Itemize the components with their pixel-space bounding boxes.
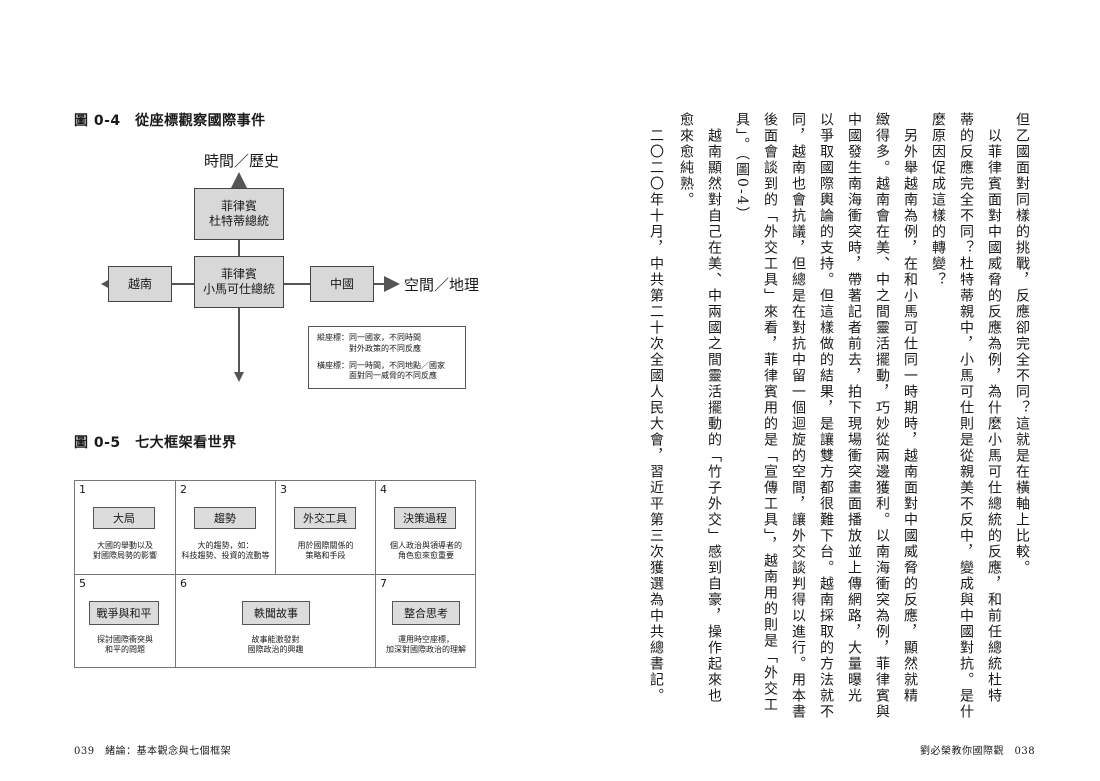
text-column-14: 二〇二〇年十月，中共第二十次全國人民大會，習近平第三次獲選為中共總書記。 (648, 112, 664, 704)
seven-frameworks-grid: 1 大局 大國的舉動以及對國際局勢的影響 2 趨勢 大的趨勢，如：科技趨勢、投資… (74, 480, 476, 668)
left-page: 圖 0-4 從座標觀察國際事件 時間／歷史 空間／地理 菲律賓 杜特蒂總統 菲律… (74, 113, 480, 757)
right-page: 但乙國面對同樣的挑戰，反應卻完全不同？這就是在橫軸上比較。 以菲律賓面對中國威脅… (550, 0, 1100, 781)
text-column-13: 愈來愈純熟。 (678, 112, 694, 208)
text-column-5: 另外舉越南為例，在和小馬可仕同一時期時，越南面對中國威脅的反應，顯然就精 (902, 112, 918, 704)
text-column-12: 越南顯然對自己在美、中兩國之間靈活擺動的「竹子外交」感到自豪，操作起來也 (706, 112, 722, 704)
coordinate-legend: 縱座標： 同一國家，不同時間 對外政策的不同反應 橫座標： 同一時間，不同地點／… (308, 326, 466, 390)
framework-cell-2: 2 趨勢 大的趨勢，如：科技趨勢、投資的流動等 (176, 481, 276, 575)
framework-label-1: 大局 (93, 507, 155, 529)
framework-cell-1: 1 大局 大國的舉動以及對國際局勢的影響 (75, 481, 176, 575)
box-philippines-duterte: 菲律賓 杜特蒂總統 (194, 188, 284, 240)
text-column-4: 麼原因促成這樣的轉變？ (930, 112, 946, 288)
right-page-footer: 劉必榮教你國際觀 038 (920, 746, 1036, 757)
framework-label-2: 趨勢 (194, 507, 256, 529)
framework-label-3: 外交工具 (294, 507, 356, 529)
framework-label-5: 戰爭與和平 (89, 601, 159, 625)
framework-cell-5: 5 戰爭與和平 探討國際衝突與和平的問題 (75, 575, 176, 668)
figure-0-5-title: 圖 0-5 七大框架看世界 (74, 435, 237, 451)
text-column-7: 中國發生南海衝突時，帶著記者前去，拍下現場衝突畫面播放並上傳網路，大量曝光 (846, 112, 862, 704)
box-philippines-marcos: 菲律賓 小馬可仕總統 (194, 256, 284, 308)
legend-horizontal: 橫座標： 同一時間，不同地點／國家 面對同一威脅的不同反應 (317, 360, 445, 381)
framework-cell-3: 3 外交工具 用於國際關係的策略和手段 (276, 481, 376, 575)
framework-cell-4: 4 決策過程 個人政治與領導者的角色愈來愈重要 (376, 481, 476, 575)
box-china: 中國 (310, 266, 374, 302)
framework-label-7: 整合思考 (392, 601, 460, 625)
legend-vertical: 縱座標： 同一國家，不同時間 對外政策的不同反應 (317, 333, 421, 353)
axis-label-space-geography: 空間／地理 (404, 276, 480, 294)
text-column-9: 同，越南也會抗議，但總是在對抗中留一個迴旋的空間，讓外交談判得以進行。用本書 (790, 112, 806, 720)
framework-cell-7: 7 整合思考 運用時空座標，加深對國際政治的理解 (380, 577, 466, 655)
figure-0-4-title: 圖 0-4 從座標觀察國際事件 (74, 113, 266, 129)
framework-label-4: 決策過程 (394, 507, 456, 529)
text-column-11: 具」。（圖0-4） (734, 112, 750, 223)
framework-label-6: 軼聞故事 (242, 601, 310, 625)
box-vietnam: 越南 (108, 266, 172, 302)
axis-label-time-history: 時間／歷史 (204, 152, 280, 170)
left-page-footer: 039 緒論：基本觀念與七個框架 (74, 746, 232, 757)
text-column-6: 緻得多。越南會在美、中之間靈活擺動，巧妙從兩邊獲利。以南海衝突為例，菲律賓與 (874, 112, 890, 720)
text-column-1: 但乙國面對同樣的挑戰，反應卻完全不同？這就是在橫軸上比較。 (1014, 112, 1030, 576)
text-column-2: 以菲律賓面對中國威脅的反應為例，為什麼小馬可仕總統的反應，和前任總統杜特 (986, 112, 1002, 704)
text-column-8: 以爭取國際輿論的支持。但這樣做的結果，是讓雙方都很難下台。越南採取的方法就不 (818, 112, 834, 720)
text-column-10: 後面會談到的「外交工具」來看，菲律賓用的是「宣傳工具」，越南用的則是「外交工 (762, 112, 778, 713)
text-column-3: 蒂的反應完全不同？杜特蒂親中，小馬可仕則是從親美不反中，變成與中國對抗。是什 (958, 112, 974, 720)
framework-cell-6: 6 軼聞故事 故事能激發對國際政治的興趣 (176, 575, 376, 668)
